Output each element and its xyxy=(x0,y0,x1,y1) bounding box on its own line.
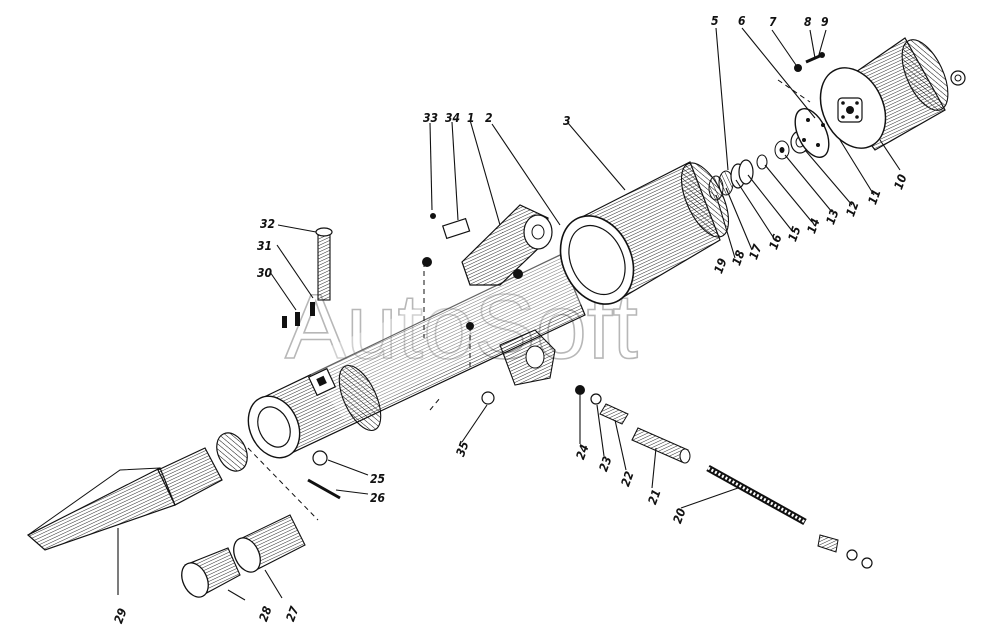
label-17: 17 xyxy=(746,242,764,261)
assembly-dashed-lines xyxy=(247,79,811,521)
label-35: 35 xyxy=(453,439,471,458)
label-27: 27 xyxy=(283,604,301,623)
part-labels: 1 2 3 5 6 7 8 9 10 11 12 13 14 15 16 17 … xyxy=(111,14,909,625)
label-30: 30 xyxy=(257,266,273,280)
label-7: 7 xyxy=(769,15,777,29)
tie-rod-assembly xyxy=(575,385,873,569)
label-8: 8 xyxy=(804,15,812,29)
label-26: 26 xyxy=(370,491,386,505)
label-33: 33 xyxy=(423,111,438,125)
pins-and-screws xyxy=(282,213,523,500)
label-34: 34 xyxy=(445,111,460,125)
label-25: 25 xyxy=(370,472,385,486)
label-15: 15 xyxy=(785,224,803,243)
main-body-tube xyxy=(247,204,590,459)
label-23: 23 xyxy=(596,454,614,473)
label-13: 13 xyxy=(823,207,841,226)
label-22: 22 xyxy=(618,469,636,488)
cylinder-sleeve xyxy=(559,161,730,305)
chisel-tool xyxy=(26,432,248,551)
small-fasteners xyxy=(794,52,825,72)
label-14: 14 xyxy=(804,216,822,235)
label-10: 10 xyxy=(891,172,909,191)
motor-housing xyxy=(819,37,966,151)
flange-plate xyxy=(794,108,830,158)
label-32: 32 xyxy=(260,217,275,231)
leader-lines xyxy=(117,27,901,601)
label-3: 3 xyxy=(563,114,571,128)
label-31: 31 xyxy=(257,239,272,253)
label-20: 20 xyxy=(670,506,688,525)
label-28: 28 xyxy=(256,604,274,623)
label-19: 19 xyxy=(711,256,729,275)
label-18: 18 xyxy=(729,248,747,267)
label-24: 24 xyxy=(573,442,591,461)
label-16: 16 xyxy=(766,232,784,251)
label-5: 5 xyxy=(711,14,719,28)
label-6: 6 xyxy=(738,14,746,28)
label-29: 29 xyxy=(111,606,129,625)
label-12: 12 xyxy=(843,199,861,218)
label-1: 1 xyxy=(467,111,475,125)
label-9: 9 xyxy=(821,15,829,29)
bushings xyxy=(181,514,306,598)
label-11: 11 xyxy=(865,187,883,206)
label-21: 21 xyxy=(645,487,663,506)
label-2: 2 xyxy=(485,111,493,125)
